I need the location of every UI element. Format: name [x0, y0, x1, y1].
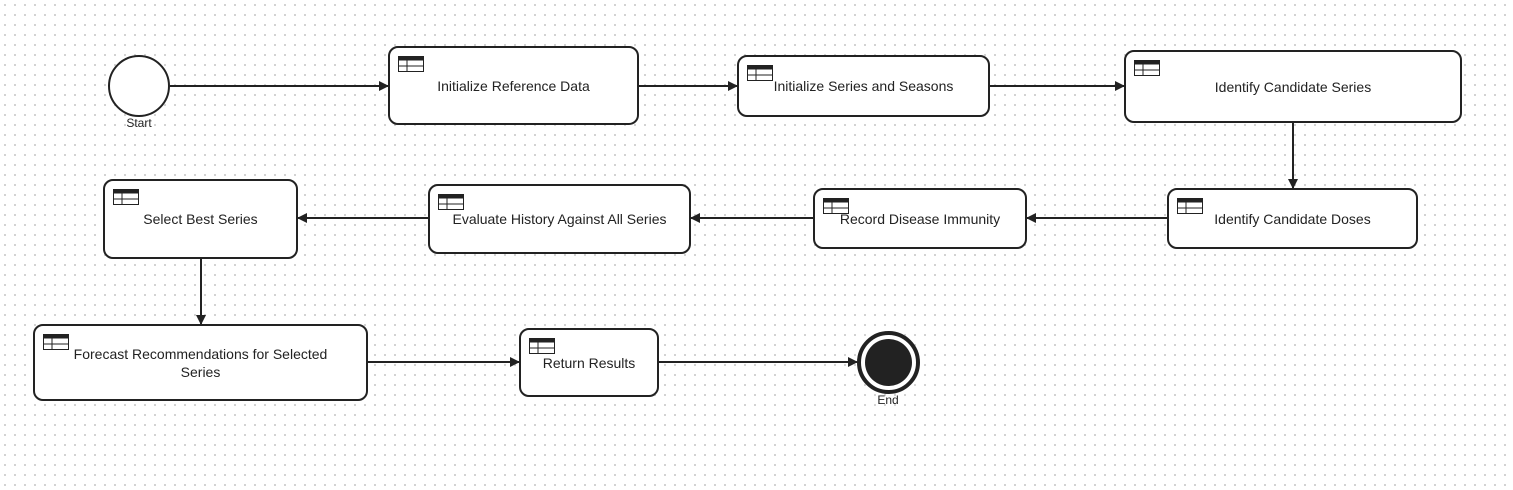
task-label: Return Results: [542, 354, 636, 371]
task-label: Initialize Reference Data: [437, 77, 590, 94]
task-label: Initialize Series and Seasons: [773, 78, 954, 94]
business-rule-table-icon: [1177, 198, 1203, 214]
end-event-label: End: [877, 393, 899, 407]
task-select-best-series[interactable]: Select Best Series: [103, 179, 298, 259]
task-label: Forecast Recommendations for Selected Se…: [73, 345, 328, 380]
business-rule-table-icon: [747, 65, 773, 81]
business-rule-table-icon: [529, 338, 555, 354]
business-rule-table-icon: [1134, 60, 1160, 76]
task-record-disease-immunity[interactable]: Record Disease Immunity: [813, 188, 1027, 249]
task-label: Record Disease Immunity: [839, 210, 1001, 227]
business-rule-table-icon: [113, 189, 139, 205]
start-event[interactable]: [108, 55, 170, 117]
task-evaluate-history-against-all-series[interactable]: Evaluate History Against All Series: [428, 184, 691, 254]
end-event-fill: [865, 339, 912, 386]
task-initialize-series-and-seasons[interactable]: Initialize Series and Seasons: [737, 55, 990, 117]
task-identify-candidate-series[interactable]: Identify Candidate Series: [1124, 50, 1462, 123]
business-rule-table-icon: [438, 194, 464, 210]
task-label: Identify Candidate Series: [1214, 78, 1372, 95]
task-forecast-recommendations[interactable]: Forecast Recommendations for Selected Se…: [33, 324, 368, 401]
task-initialize-reference-data[interactable]: Initialize Reference Data: [388, 46, 639, 125]
start-event-label: Start: [126, 116, 152, 130]
task-label: Identify Candidate Doses: [1214, 210, 1371, 227]
end-event[interactable]: [857, 331, 920, 394]
task-label: Select Best Series: [143, 211, 258, 227]
business-rule-table-icon: [398, 56, 424, 72]
business-rule-table-icon: [823, 198, 849, 214]
task-return-results[interactable]: Return Results: [519, 328, 659, 397]
task-label: Evaluate History Against All Series: [452, 211, 667, 227]
task-identify-candidate-doses[interactable]: Identify Candidate Doses: [1167, 188, 1418, 249]
business-rule-table-icon: [43, 334, 69, 350]
